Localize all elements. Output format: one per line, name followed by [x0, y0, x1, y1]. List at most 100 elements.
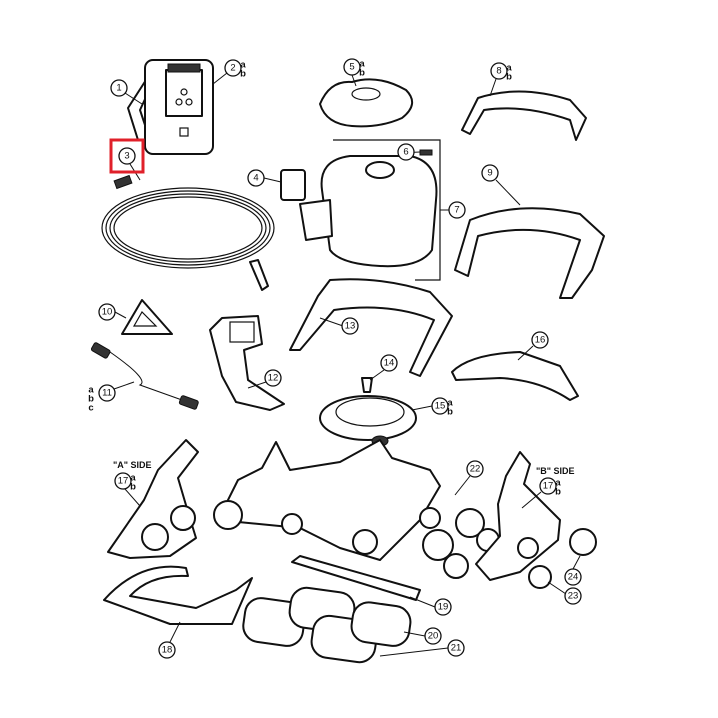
callout-circle — [424, 627, 442, 645]
leader-lines — [113, 72, 581, 657]
callout-18: 18 — [158, 641, 176, 659]
callout-number: 14 — [384, 358, 395, 369]
callout-3: 3 — [118, 147, 136, 165]
callout-variant: a — [130, 473, 136, 484]
screw — [361, 377, 373, 393]
callout-23: 23 — [564, 587, 582, 605]
filter-panel — [280, 169, 306, 201]
callout-number: 4 — [253, 173, 258, 184]
a-side-label: "A" SIDE — [113, 460, 152, 470]
wheel-24 — [569, 528, 597, 556]
callout-circle — [114, 472, 132, 490]
callout-9: 9 — [481, 164, 499, 182]
callout-number: 24 — [568, 572, 579, 583]
b-side-label: "B" SIDE — [536, 466, 575, 476]
callout-4: 4 — [247, 169, 265, 187]
callout-number: 10 — [102, 307, 113, 318]
bottom-plate — [291, 555, 421, 601]
callout-number: 12 — [268, 373, 279, 384]
callout-variant: a — [359, 59, 365, 70]
callout-circle — [158, 641, 176, 659]
callout-6: 6 — [397, 143, 415, 161]
callout-number: 22 — [470, 464, 481, 475]
callout-circle — [341, 317, 359, 335]
callout-circle — [531, 331, 549, 349]
callout-number: 19 — [438, 602, 449, 613]
callout-number: 13 — [345, 321, 356, 332]
gear-assembly — [419, 507, 500, 579]
callout-variant: b — [447, 407, 453, 418]
callout-variant: b — [130, 482, 136, 493]
callout-circle — [466, 460, 484, 478]
callout-variant: b — [555, 487, 561, 498]
callout-circle — [224, 59, 242, 77]
callout-24: 24 — [564, 568, 582, 586]
pump-motor-assembly — [299, 139, 441, 281]
callout-12: 12 — [264, 369, 282, 387]
callout-circle — [343, 58, 361, 76]
callout-circle — [247, 169, 265, 187]
callout-variant: a — [447, 398, 453, 409]
callout-number: 6 — [403, 147, 408, 158]
callout-variant: b — [506, 72, 512, 83]
callout-number: 1 — [116, 83, 121, 94]
callout-circle — [110, 79, 128, 97]
callout-circle — [98, 384, 116, 402]
callout-circle — [380, 354, 398, 372]
callout-number: 11 — [102, 388, 112, 399]
callout-number: 16 — [535, 335, 546, 346]
callout-circle — [564, 568, 582, 586]
callout-circle — [431, 397, 449, 415]
callout-number: 15 — [435, 401, 446, 412]
callout-number: 8 — [496, 66, 501, 77]
callout-variant: a — [506, 63, 512, 74]
callout-circle — [481, 164, 499, 182]
callout-number: 17 — [543, 481, 554, 492]
chassis — [213, 439, 441, 561]
callout-21: 21 — [447, 639, 465, 657]
power-supply — [127, 59, 214, 155]
callout-13: 13 — [341, 317, 359, 335]
callout-16: 16 — [531, 331, 549, 349]
callout-circle — [264, 369, 282, 387]
tracks — [242, 586, 412, 664]
callout-variant: b — [88, 394, 94, 405]
callout-20: 20 — [424, 627, 442, 645]
top-cover — [289, 278, 453, 377]
brush-tray — [103, 565, 253, 625]
callout-circle — [447, 639, 465, 657]
callout-number: 5 — [349, 62, 354, 73]
callout-circle — [539, 477, 557, 495]
callout-number: 21 — [451, 643, 462, 654]
handle-frame — [454, 207, 605, 299]
callout-number: 18 — [162, 645, 173, 656]
handle — [461, 90, 587, 141]
callout-variant: a — [555, 478, 561, 489]
callout-variant: b — [240, 69, 246, 80]
callout-14: 14 — [380, 354, 398, 372]
impeller-assembly — [319, 395, 417, 447]
callout-circle — [98, 303, 116, 321]
callout-circle — [448, 201, 466, 219]
callout-22: 22 — [466, 460, 484, 478]
callout-variant: c — [88, 403, 93, 414]
callout-number: 9 — [487, 168, 492, 179]
side-bracket — [209, 315, 285, 411]
highlight-box — [109, 138, 145, 174]
callout-circle — [434, 598, 452, 616]
callout-number: 3 — [124, 151, 129, 162]
callout-10: 10 — [98, 303, 116, 321]
filter-cover — [319, 78, 413, 128]
callout-1: 1 — [110, 79, 128, 97]
callout-circle — [564, 587, 582, 605]
front-panel — [451, 351, 579, 401]
callout-19: 19 — [434, 598, 452, 616]
